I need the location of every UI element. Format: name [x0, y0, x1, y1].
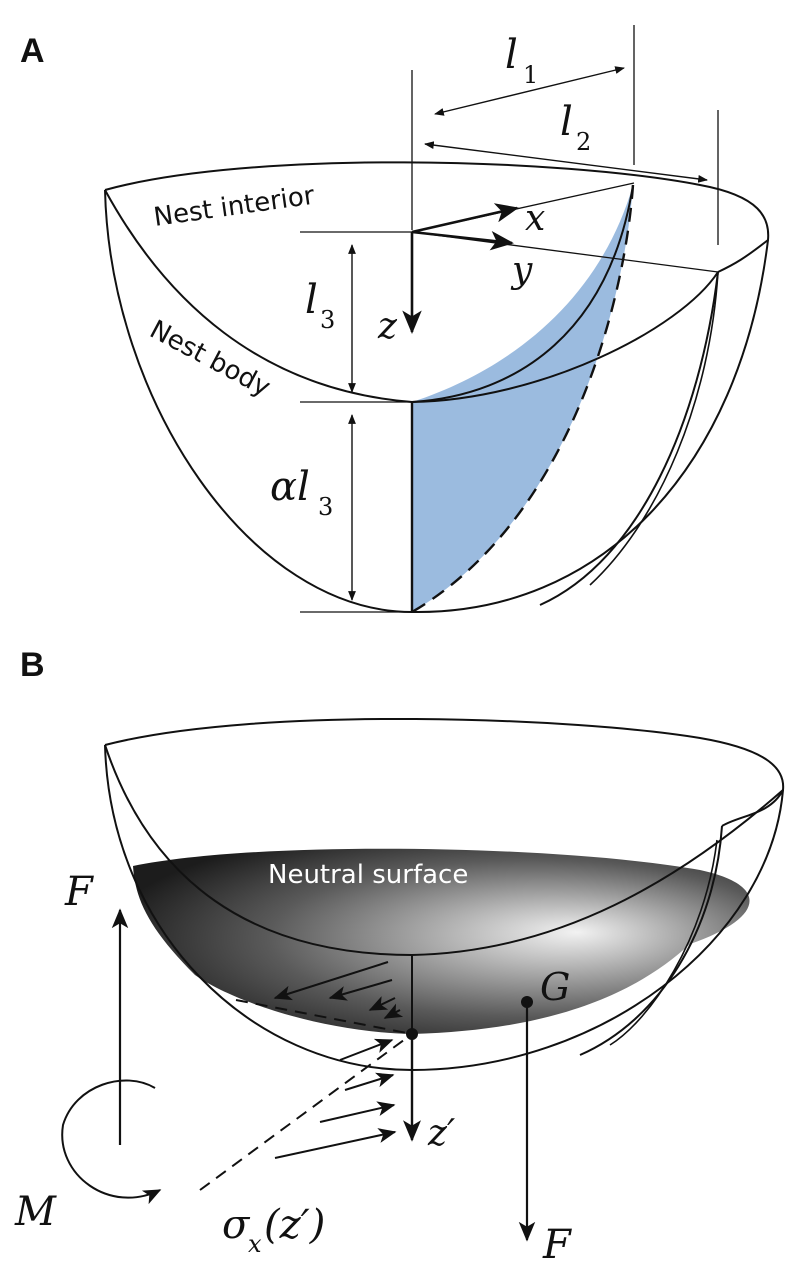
alpha-l3-symbol: αl — [270, 464, 310, 510]
nest-body-edge — [411, 271, 719, 403]
panel-b: B — [14, 646, 785, 1268]
l3-label: l 3 — [305, 277, 335, 334]
y-axis-label: y — [510, 250, 533, 291]
stress-arrow-6 — [344, 1072, 395, 1091]
x-axis-arrow — [411, 203, 519, 234]
l1-label: l 1 — [505, 32, 538, 89]
inner-right-curve-b — [579, 825, 723, 1056]
shaded-cross-section — [412, 185, 633, 612]
inner-right-curve — [539, 271, 719, 606]
stress-arrow-8 — [274, 1128, 397, 1159]
inner-right-curve-b2 — [609, 839, 718, 1046]
sigma-label: σ x (z′) — [222, 1202, 325, 1258]
stress-arrow-1 — [273, 961, 389, 1001]
z-axis-label: z — [377, 306, 398, 347]
alpha-l3-subscript: 3 — [318, 493, 333, 521]
l3-subscript: 3 — [320, 306, 335, 334]
l2-label: l 2 — [560, 99, 591, 156]
support-force-label: F — [64, 869, 94, 915]
panel-a-letter: A — [20, 32, 45, 70]
moment-label: M — [14, 1189, 57, 1235]
bowl-rim-b — [104, 717, 785, 827]
l2-symbol: l — [560, 99, 573, 145]
sigma-argument: (z′) — [264, 1202, 325, 1248]
l1-dimension-arrow — [434, 66, 625, 116]
x-axis-label: x — [525, 198, 545, 239]
panel-b-letter: B — [20, 646, 45, 684]
stress-arrow-5 — [339, 1038, 394, 1061]
l2-subscript: 2 — [576, 128, 591, 156]
stress-arrow-2 — [328, 979, 393, 1001]
weight-force-label: F — [542, 1222, 572, 1268]
l1-subscript: 1 — [523, 61, 538, 89]
moment-arrow — [61, 1079, 162, 1205]
stress-arrow-7 — [319, 1101, 396, 1123]
alpha-l3-label: αl 3 — [270, 464, 333, 521]
panel-a: A Nest int — [20, 25, 770, 614]
nest-interior-label: Nest interior — [152, 181, 317, 233]
sigma-symbol: σ — [222, 1202, 251, 1248]
stress-arrow-3 — [368, 996, 396, 1011]
l2-dimension-arrow — [424, 141, 708, 183]
l3-symbol: l — [305, 277, 318, 323]
stress-arrow-4 — [383, 1003, 404, 1019]
neutral-surface-label: Neutral surface — [268, 860, 468, 890]
nest-body-label: Nest body — [145, 315, 275, 403]
l1-symbol: l — [505, 32, 518, 78]
center-of-mass-label: G — [540, 965, 570, 1009]
stress-dashed-bottom — [199, 1033, 413, 1191]
stress-dashed-top — [235, 999, 413, 1035]
dashed-section-curve — [411, 184, 635, 614]
inner-right-curve-2 — [589, 271, 719, 586]
z-prime-label: z′ — [427, 1113, 455, 1154]
sigma-subscript: x — [248, 1230, 262, 1258]
y-axis-arrow — [411, 230, 514, 251]
